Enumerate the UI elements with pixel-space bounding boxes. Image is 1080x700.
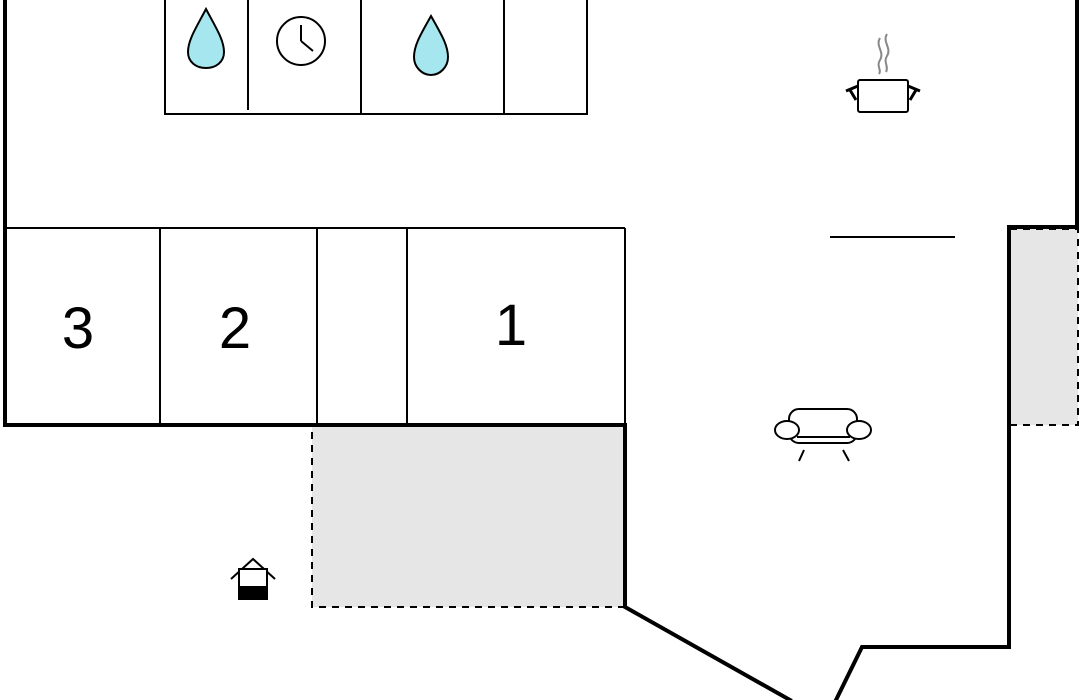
water-drop-icon (412, 13, 450, 77)
room-number-1: 1 (495, 293, 527, 358)
entrance-icon (230, 557, 276, 600)
room-number-2: 2 (219, 296, 251, 361)
room-number-3: 3 (62, 296, 94, 361)
armchair-icon (774, 408, 872, 462)
outer-wall-right (833, 0, 1079, 700)
cooking-pot-icon (845, 33, 921, 113)
clock-icon (276, 16, 326, 66)
terrace-left (311, 425, 626, 608)
bathroom-block (164, 0, 588, 115)
water-drop-icon (186, 6, 226, 70)
bedroom-row (5, 227, 626, 425)
terrace-right (1009, 228, 1079, 426)
